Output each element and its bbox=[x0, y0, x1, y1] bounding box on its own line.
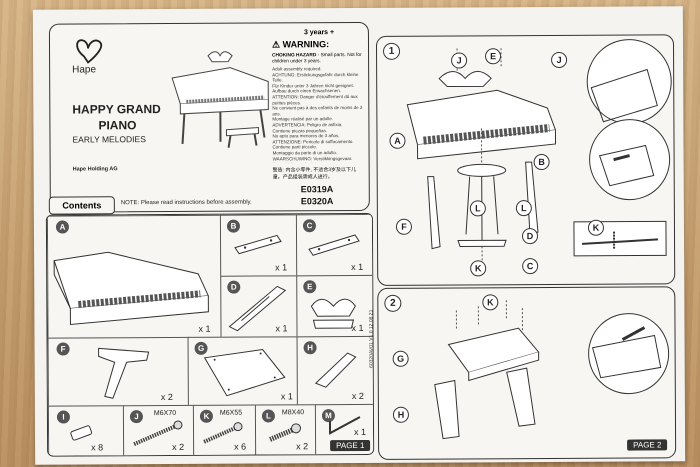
step-2-callout-h: H bbox=[392, 406, 409, 423]
step-1-callout-l-left: L bbox=[469, 200, 486, 217]
brand-name: Hape bbox=[72, 64, 97, 76]
product-code-2: E0320A bbox=[300, 196, 334, 207]
instruction-sheet: Hape HAPPY GRAND PIANO EARLY MELODIES Ha… bbox=[32, 6, 686, 465]
bolt-l-icon bbox=[269, 423, 302, 442]
part-cell-f: F x 2 bbox=[47, 336, 190, 408]
part-qty-m: x 1 bbox=[354, 426, 367, 438]
crossbar-c-part-icon bbox=[308, 234, 360, 256]
bolt-k-icon bbox=[203, 422, 243, 444]
step-1-callout-l-right: L bbox=[515, 200, 532, 217]
warning-text: Adult assembly required. ACHTUNG: Erstic… bbox=[272, 66, 363, 162]
seat-leg-h-part-icon bbox=[314, 352, 357, 388]
part-qty-j: x 2 bbox=[172, 441, 185, 452]
part-qty-b: x 1 bbox=[275, 262, 288, 273]
step-1-callout-c: C bbox=[522, 258, 539, 275]
part-cell-d: D x 1 bbox=[220, 275, 299, 339]
part-cell-m: M x 1 bbox=[314, 403, 375, 457]
step-2-callout-k: K bbox=[482, 294, 499, 311]
company-name: Hape Holding AG bbox=[72, 166, 118, 173]
step-1-callout-e: E bbox=[485, 48, 502, 65]
bolt-j-icon bbox=[133, 420, 183, 447]
step-1-callout-f: F bbox=[395, 218, 412, 235]
note-text: NOTE: Please read instructions before as… bbox=[120, 199, 252, 207]
part-cell-g: G x 1 bbox=[187, 336, 299, 407]
step-1-callout-k-detail: K bbox=[587, 219, 605, 236]
page-2-tag: PAGE 2 bbox=[627, 439, 668, 451]
part-cell-k: K M6X55 x 6 bbox=[192, 404, 258, 457]
part-cell-c: C x 1 bbox=[295, 213, 375, 278]
step-2-callout-g: G bbox=[392, 350, 409, 367]
age-label: 3 years + bbox=[303, 29, 335, 37]
step-1-panel: 1 J E bbox=[375, 34, 676, 286]
chinese-warning: 警告: 内含小零件, 不适合3岁及以下儿童。产品组装需成人进行。 bbox=[272, 167, 357, 181]
contents-tab: Contents bbox=[48, 196, 115, 215]
step-1-callout-j-right: J bbox=[551, 51, 568, 68]
part-cell-l: L M8X40 x 2 bbox=[254, 404, 318, 457]
seat-g-part-icon bbox=[203, 348, 286, 397]
warning-heading: WARNING: bbox=[282, 39, 330, 50]
step-1-callout-a: A bbox=[389, 132, 406, 149]
page-1-tag: PAGE 1 bbox=[330, 439, 371, 452]
hape-logo-icon bbox=[76, 39, 103, 64]
part-qty-h: x 2 bbox=[351, 390, 364, 402]
piano-assembly-diagram bbox=[406, 39, 672, 263]
part-qty-l: x 2 bbox=[296, 441, 309, 452]
music-stand-e-part-icon bbox=[310, 298, 356, 329]
part-cell-h: H x 2 bbox=[296, 335, 375, 407]
title-line-1: HAPPY GRAND bbox=[72, 102, 161, 117]
title-line-2: PIANO bbox=[98, 118, 137, 133]
piano-cover-illustration bbox=[171, 51, 269, 148]
part-qty-i: x 8 bbox=[91, 442, 104, 453]
product-code-1: E0319A bbox=[300, 184, 334, 195]
part-qty-f: x 2 bbox=[160, 391, 173, 403]
choking-hazard-line: CHOKING HAZARD - Small parts. Not for ch… bbox=[272, 53, 364, 65]
part-cell-i: I x 8 bbox=[47, 405, 126, 457]
stand-d-part-icon bbox=[228, 285, 287, 332]
step-1-callout-k: K bbox=[470, 260, 487, 277]
contents-label: Contents bbox=[62, 200, 102, 211]
part-qty-k: x 6 bbox=[234, 441, 247, 452]
part-cell-b: B x 1 bbox=[219, 214, 299, 278]
step-2-panel: 2 K G H PAGE 2 bbox=[377, 286, 677, 460]
crossbar-b-part-icon bbox=[234, 234, 282, 255]
cover-panel: Hape HAPPY GRAND PIANO EARLY MELODIES Ha… bbox=[48, 21, 370, 215]
parts-panel: A x 1 B x 1 C x 1 bbox=[45, 212, 375, 457]
warning-triangle-icon: ⚠ bbox=[271, 39, 281, 50]
choking-hazard-label: CHOKING HAZARD bbox=[272, 53, 317, 59]
side-code: 60320AV01 V1.0 12.08.21 bbox=[368, 309, 375, 368]
part-cell-a: A x 1 bbox=[46, 214, 223, 340]
stool-assembly-diagram bbox=[434, 300, 670, 440]
subtitle: EARLY MELODIES bbox=[72, 134, 146, 145]
step-1-callout-b: B bbox=[533, 154, 550, 171]
barrel-nut-i-icon bbox=[70, 425, 93, 441]
allen-key-m-icon bbox=[328, 416, 361, 435]
leg-f-part-icon bbox=[98, 347, 150, 399]
part-qty-g: x 1 bbox=[280, 391, 293, 402]
piano-body-part-icon bbox=[53, 251, 210, 326]
part-qty-e: x 1 bbox=[351, 322, 364, 334]
step-1-callout-d: D bbox=[521, 228, 539, 245]
warning-title: ⚠ WARNING: bbox=[272, 39, 329, 50]
part-cell-e: E x 1 bbox=[296, 274, 375, 339]
part-qty-c: x 1 bbox=[351, 261, 364, 273]
part-cell-j: J M6X70 x 2 bbox=[122, 404, 196, 457]
step-1-callout-j-left: J bbox=[451, 52, 468, 69]
part-qty-a: x 1 bbox=[198, 323, 211, 334]
part-qty-d: x 1 bbox=[275, 323, 288, 334]
